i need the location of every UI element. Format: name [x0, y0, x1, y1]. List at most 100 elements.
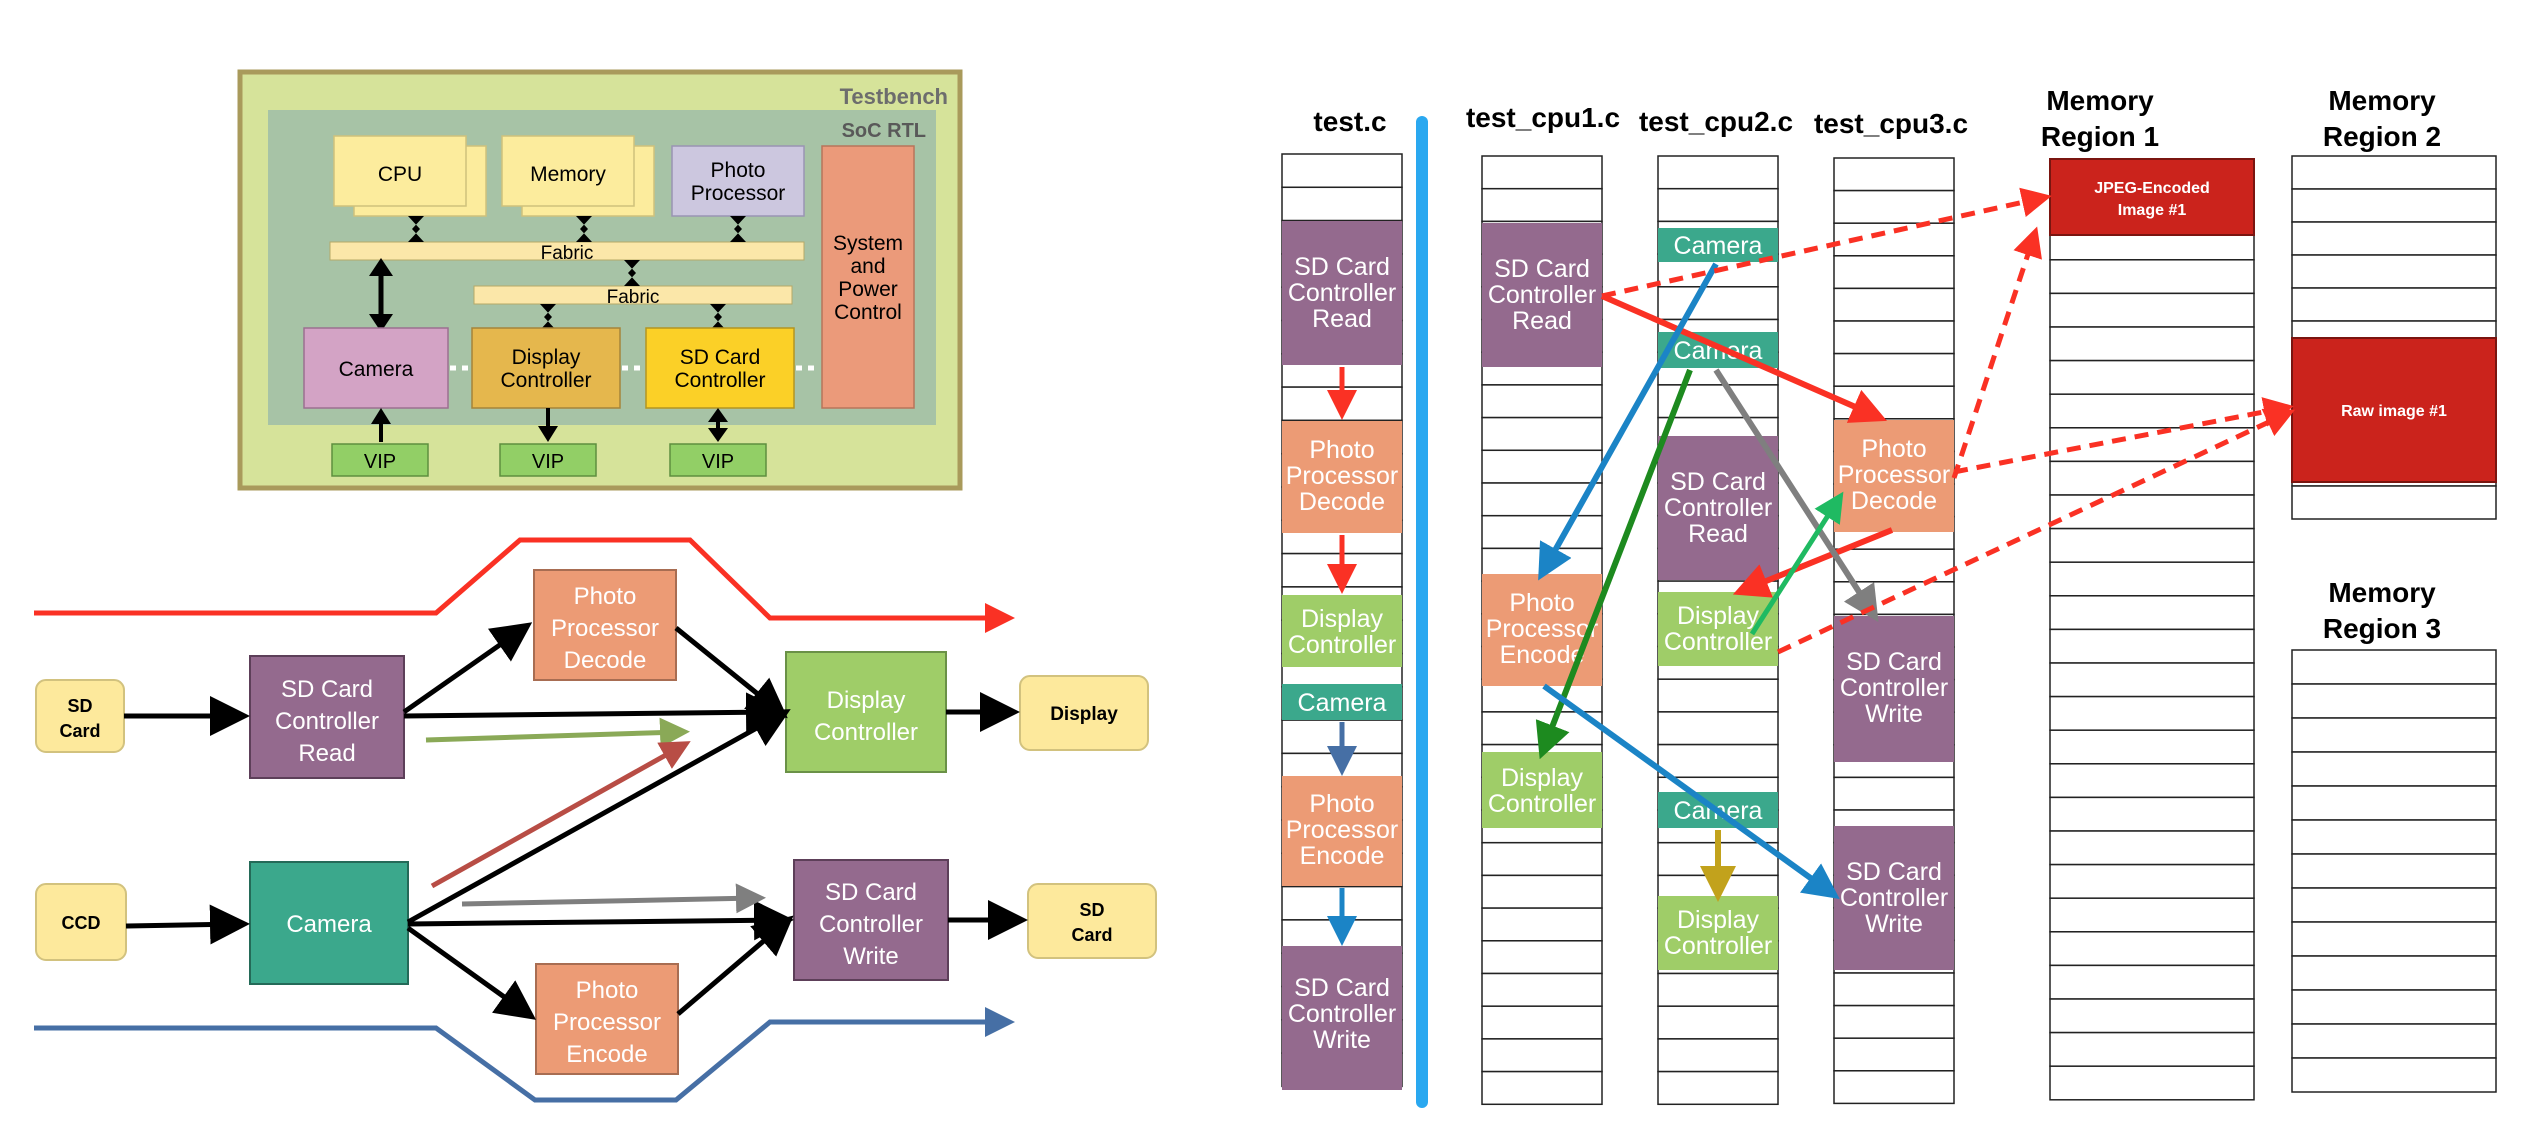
- cpu1-column-cell: [1481, 1070, 1603, 1106]
- cpu3-column-cell: [1833, 320, 1955, 355]
- flow-photo-encode-box: [535, 963, 679, 1075]
- col-title-cpu2: test_cpu2.c: [1639, 106, 1793, 137]
- display-output-label: Display: [1050, 704, 1118, 725]
- mem3-column-cell: [2291, 649, 2497, 685]
- cpu3-sd-write-label-1a: SD Card: [1846, 648, 1942, 676]
- jpeg-image-label-2: Image #1: [2118, 202, 2187, 219]
- cpu2-camera-block-1: [1658, 228, 1778, 262]
- jpeg-image-label-1: JPEG-Encoded: [2094, 180, 2210, 197]
- cpu3-sd-write-label-2c: Write: [1865, 910, 1923, 938]
- mem1-column-cell: [2049, 763, 2255, 799]
- display-label-top-1: Display: [512, 346, 581, 369]
- cpu3-sd-write-label-1b: Controller: [1840, 674, 1948, 702]
- display-box-top: [471, 327, 621, 409]
- mem1-column-cell: [2049, 1065, 2255, 1101]
- test-sd-read-label-1: SD Card: [1294, 253, 1390, 281]
- cpu1-sd-read-label-2: Controller: [1488, 281, 1596, 309]
- mem1-column-cell: [2049, 494, 2255, 530]
- soc-diagram: Testbench SoC RTL CPU Memory Photo Proce…: [237, 69, 963, 491]
- memory-box: [501, 135, 635, 207]
- col-title-mem2-1: Memory: [2328, 85, 2436, 116]
- cpu-label: CPU: [378, 163, 422, 186]
- cpu1-column-cell: [1481, 155, 1603, 190]
- flow-display-ctrl-box: [785, 651, 947, 773]
- cpu3-column-cell: [1833, 972, 1955, 1007]
- mem3-column-cell: [2291, 853, 2497, 889]
- cpu1-column-cell: [1481, 384, 1603, 419]
- fabric-label-2: Fabric: [607, 287, 660, 308]
- arrow-cpu1-encode-to-cpu3-write: [1542, 683, 1840, 900]
- test-sd-write-label-3: Write: [1313, 1026, 1371, 1054]
- flow-photo-decode-label-1: Photo: [574, 583, 637, 610]
- mem1-column-cell: [2049, 796, 2255, 832]
- display-label-top-2: Controller: [500, 369, 591, 392]
- mem1-column-cell: [2049, 326, 2255, 362]
- cpu1-photo-encode-label-3: Encode: [1500, 641, 1585, 669]
- cpu1-sd-read-label-3: Read: [1512, 307, 1572, 335]
- mem3-column-cell: [2291, 921, 2497, 957]
- mem1-column-cell: [2049, 460, 2255, 496]
- cpu1-column-cell: [1481, 940, 1603, 975]
- test-sd-write-block: [1282, 946, 1402, 1090]
- mem1-column-cell: [2049, 527, 2255, 563]
- mem3-column-cell: [2291, 683, 2497, 719]
- cpu1-sd-read-label-1: SD Card: [1494, 255, 1590, 283]
- col-title-mem3-1: Memory: [2328, 577, 2436, 608]
- cpu1-sd-read-block: [1482, 223, 1602, 367]
- test-sd-read-label-2: Controller: [1288, 279, 1396, 307]
- mem1-column-cell: [2049, 628, 2255, 664]
- cpu2-display-label-1a: Display: [1677, 602, 1759, 630]
- sd-card-input-label-2: Card: [59, 721, 100, 741]
- flow-photo-decode-box: [533, 569, 677, 681]
- vip-label-1: VIP: [364, 451, 396, 473]
- raw-image-block: [2291, 337, 2497, 483]
- mem1-column-cell: [2049, 393, 2255, 429]
- col-title-mem2-2: Region 2: [2323, 121, 2441, 152]
- mem1-column-cell: [2049, 595, 2255, 631]
- cpu2-column-cell: [1657, 187, 1779, 223]
- cpu3-photo-decode-block: [1834, 420, 1954, 532]
- ccd-input: [35, 883, 127, 961]
- display-output: [1019, 675, 1149, 751]
- cpu3-photo-decode-label-3: Decode: [1851, 487, 1937, 515]
- test-sd-write-label-2: Controller: [1288, 1000, 1396, 1028]
- mem1-column-cell: [2049, 964, 2255, 1000]
- cpu3-photo-decode-label-1: Photo: [1861, 435, 1926, 463]
- flow-green-arrow: [425, 717, 690, 748]
- steel-path-line: [34, 1007, 1015, 1103]
- mem1-column-cell: [2049, 259, 2255, 295]
- mem2-column-cell: [2291, 485, 2497, 520]
- test-photo-encode-label-1: Photo: [1309, 790, 1374, 818]
- flow-sd-write-label-1: SD Card: [825, 879, 917, 906]
- test-camera-label: Camera: [1298, 689, 1387, 717]
- dashed-memory-arrows: [1601, 187, 2296, 655]
- flow-display-ctrl-label-1: Display: [827, 687, 906, 714]
- mem1-column-cell: [2049, 830, 2255, 866]
- cpu1-display-label-2: Controller: [1488, 790, 1596, 818]
- test-display-label-1: Display: [1301, 605, 1383, 633]
- cpu1-column-cell: [1481, 874, 1603, 909]
- cpu1-column-cell: [1481, 416, 1603, 452]
- test-photo-encode-label-2: Processor: [1286, 816, 1399, 844]
- mem2-column-cell: [2291, 155, 2497, 190]
- mem2-column-cell: [2291, 254, 2497, 289]
- cpu2-column-cell: [1657, 1038, 1779, 1073]
- mem3-column-cell: [2291, 751, 2497, 787]
- mem2-column-cell: [2291, 221, 2497, 256]
- mem1-column-cell: [2049, 729, 2255, 765]
- cpu3-column-cell: [1833, 1070, 1955, 1105]
- ccd-input-label: CCD: [62, 913, 101, 933]
- sdcard-label-top-1: SD Card: [680, 346, 761, 369]
- cpu2-column-cell: [1657, 972, 1779, 1007]
- cpu1-photo-encode-label-2: Processor: [1486, 615, 1599, 643]
- cpu2-display-block-2: [1658, 896, 1778, 970]
- mem1-column-cell: [2049, 998, 2255, 1034]
- cpu1-column-cell: [1481, 514, 1603, 550]
- sd-card-input-label-1: SD: [67, 696, 92, 716]
- cpu2-column-cell: [1657, 286, 1779, 321]
- col-title-mem3-2: Region 3: [2323, 613, 2441, 644]
- cpu1-column-cell: [1481, 1038, 1603, 1073]
- mem3-column-cell: [2291, 1057, 2497, 1093]
- mem1-column-cell: [2049, 1031, 2255, 1067]
- flow-sd-read-label-1: SD Card: [281, 676, 373, 703]
